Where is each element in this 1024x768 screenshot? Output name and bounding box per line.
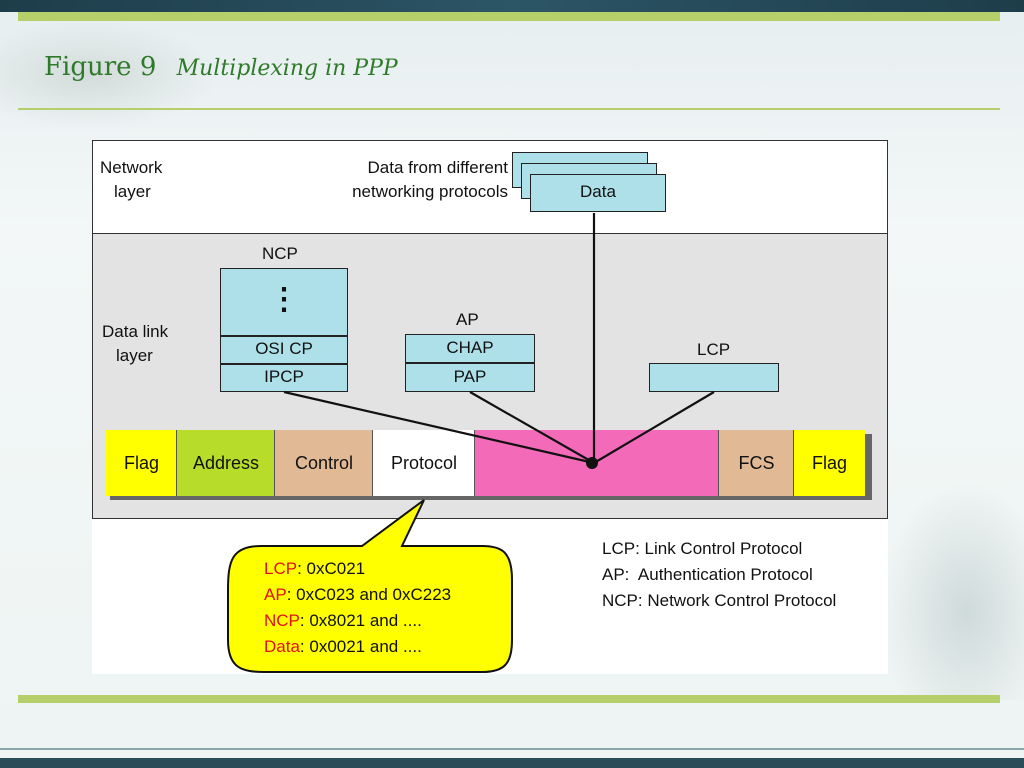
field-protocol (373, 430, 475, 496)
ncp-ellipsis-box: ⋮ (220, 268, 348, 336)
background-photo-left (0, 20, 220, 130)
slide-title: Figure 9 Multiplexing in PPP (44, 52, 398, 82)
lcp-title: LCP (697, 340, 731, 359)
title-rule (18, 108, 1000, 110)
field-flag-end-label: Flag (811, 452, 847, 473)
connector-lines (227, 213, 715, 673)
background-photo-right (880, 480, 1024, 700)
field-protocol-label: Protocol (390, 452, 458, 473)
bottom-accent-bar (18, 695, 1000, 703)
ncp-line (283, 390, 595, 465)
field-control-label: Control (294, 452, 354, 473)
field-flag-start (106, 430, 177, 496)
multiplex-point (586, 457, 598, 469)
ap-row-chap: CHAP (405, 334, 535, 363)
ap-row-pap: PAP (405, 363, 535, 392)
ppp-multiplexing-diagram: Network layer Data from different networ… (92, 140, 888, 674)
callout-line-ap: AP: 0xC023 and 0xC223 (264, 585, 452, 604)
data-box-front: Data (530, 174, 666, 212)
ap-line (469, 391, 595, 464)
field-flag-end (794, 430, 865, 496)
bottom-rule (0, 748, 1024, 750)
ncp-title: NCP (262, 244, 298, 263)
network-layer-label: Network layer (100, 158, 163, 201)
callout-line-lcp: LCP: 0xC021 (264, 559, 366, 578)
lcp-line (593, 391, 715, 464)
data-link-layer-label: Data link layer (102, 322, 169, 365)
field-fcs (719, 430, 794, 496)
field-address-label: Address (192, 452, 260, 473)
legend-ncp: NCP: Network Control Protocol (602, 591, 837, 610)
ncp-row-osicp: OSI CP (220, 336, 348, 364)
lcp-box (649, 363, 779, 392)
bottom-band (0, 758, 1024, 768)
figure-number: Figure 9 (44, 52, 157, 82)
field-address (177, 430, 275, 496)
callout-bubble (227, 499, 513, 673)
network-layer-band (92, 140, 888, 234)
legend-ap: AP: Authentication Protocol (602, 565, 813, 584)
callout-line-data: Data: 0x0021 and .... (264, 637, 422, 656)
legend-lcp: LCP: Link Control Protocol (602, 539, 803, 558)
field-control (275, 430, 373, 496)
top-band (0, 0, 1024, 12)
ap-title: AP (456, 310, 479, 329)
figure-caption: Multiplexing in PPP (176, 56, 398, 81)
field-flag-start-label: Flag (123, 452, 159, 473)
data-source-label: Data from different networking protocols (352, 158, 508, 201)
field-fcs-label: FCS (738, 452, 775, 473)
callout-line-ncp: NCP: 0x8021 and .... (264, 611, 422, 630)
top-accent-bar (18, 12, 1000, 21)
ncp-row-ipcp: IPCP (220, 364, 348, 392)
